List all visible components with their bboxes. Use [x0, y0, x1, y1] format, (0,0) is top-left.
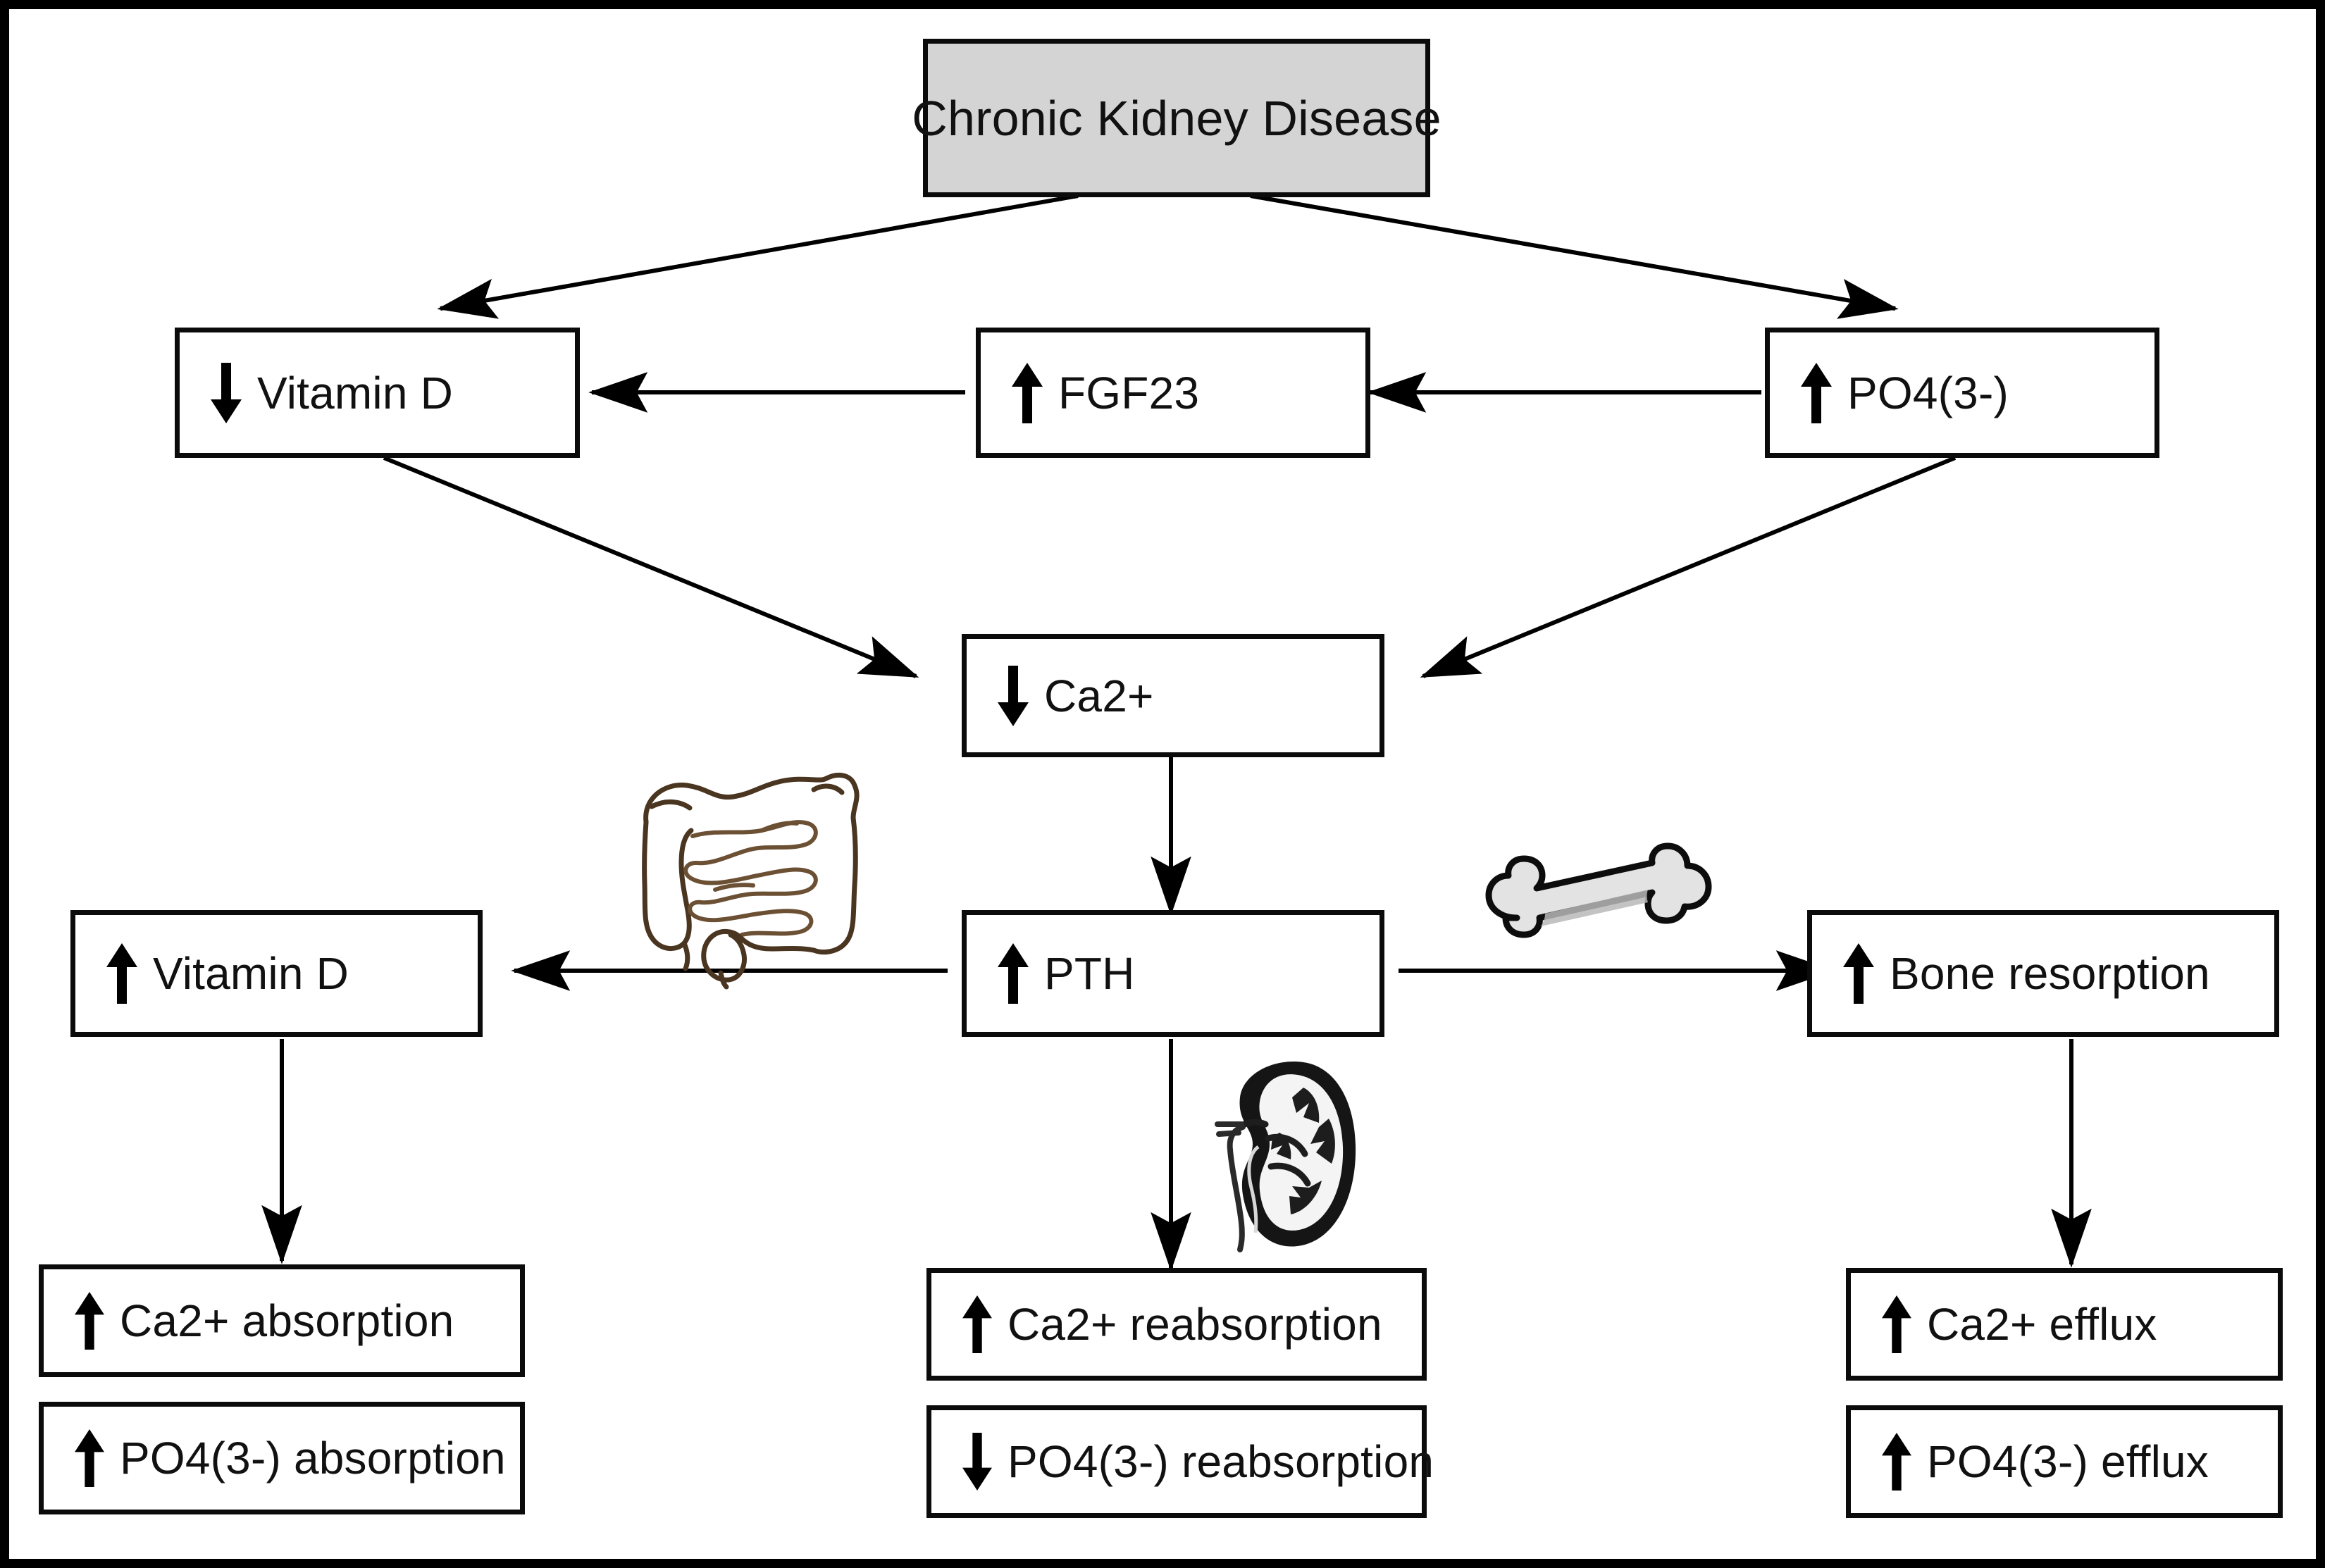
arrow-up-icon	[1801, 362, 1832, 423]
arrow-up-icon	[962, 1295, 992, 1353]
arrow-down-icon	[211, 362, 242, 423]
node-label: Ca2+ reabsorption	[1008, 1299, 1382, 1350]
node-label: PO4(3-) reabsorption	[1008, 1436, 1434, 1487]
edge-ckd-to-po4-high	[1250, 194, 1899, 319]
node-po4-absorption[interactable]: PO4(3-) absorption	[39, 1402, 525, 1514]
node-vitamin-d-low[interactable]: Vitamin D	[175, 328, 580, 458]
node-label: PTH	[1044, 948, 1135, 999]
node-vitamin-d-high[interactable]: Vitamin D	[70, 910, 483, 1037]
arrow-up-icon	[1012, 362, 1043, 423]
node-pth[interactable]: PTH	[962, 910, 1384, 1037]
edge-po4-high-to-ca-low	[1420, 456, 1957, 678]
node-po4-high[interactable]: PO4(3-)	[1765, 328, 2159, 458]
arrow-up-icon	[75, 1292, 104, 1350]
edge-ckd-to-vitamin-d-low	[437, 194, 1079, 319]
node-label: Bone resorption	[1890, 948, 2210, 999]
node-po4-efflux[interactable]: PO4(3-) efflux	[1846, 1405, 2283, 1518]
node-chronic-kidney-disease[interactable]: Chronic Kidney Disease	[912, 39, 1442, 197]
arrow-down-icon	[998, 665, 1029, 726]
arrow-up-icon	[75, 1429, 104, 1487]
node-ca-absorption[interactable]: Ca2+ absorption	[39, 1264, 525, 1377]
node-label: Ca2+	[1044, 670, 1154, 721]
arrow-up-icon	[1843, 943, 1874, 1004]
node-label: Chronic Kidney Disease	[912, 90, 1442, 146]
arrow-up-icon	[1882, 1295, 1911, 1353]
bone-illustration	[1485, 842, 1712, 938]
edge-vitamin-d-low-to-ca-low	[383, 456, 919, 678]
node-label: Vitamin D	[257, 367, 454, 418]
arrow-down-icon	[962, 1433, 992, 1491]
node-label: FGF23	[1058, 367, 1200, 418]
arrow-up-icon	[1882, 1433, 1911, 1491]
node-ca-reabsorption[interactable]: Ca2+ reabsorption	[926, 1268, 1427, 1381]
node-ca-low[interactable]: Ca2+	[962, 634, 1384, 757]
node-ca-efflux[interactable]: Ca2+ efflux	[1846, 1268, 2283, 1381]
node-label: Ca2+ absorption	[120, 1295, 454, 1346]
node-bone-resorption[interactable]: Bone resorption	[1807, 910, 2279, 1037]
node-label: PO4(3-)	[1847, 367, 2009, 418]
arrow-up-icon	[998, 943, 1029, 1004]
node-po4-reabsorption[interactable]: PO4(3-) reabsorption	[926, 1405, 1434, 1518]
intestine-illustration	[642, 772, 860, 990]
node-label: PO4(3-) absorption	[120, 1433, 506, 1483]
node-label: Ca2+ efflux	[1927, 1299, 2157, 1350]
kidney-illustration	[1215, 1062, 1356, 1252]
node-label: Vitamin D	[153, 948, 349, 999]
arrow-up-icon	[106, 943, 137, 1004]
node-fgf23[interactable]: FGF23	[976, 328, 1370, 458]
node-label: PO4(3-) efflux	[1927, 1436, 2209, 1487]
